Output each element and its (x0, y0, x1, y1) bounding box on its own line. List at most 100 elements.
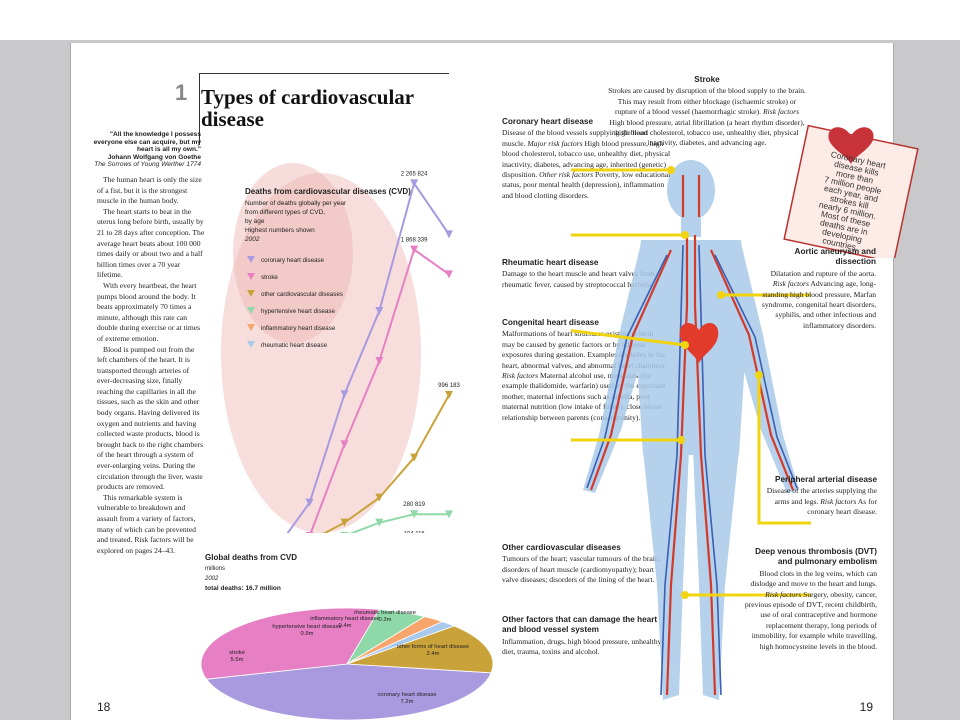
dvt-title: Deep venous thrombosis (DVT) and pulmona… (755, 547, 877, 567)
page-number-left: 18 (97, 700, 111, 714)
other-cvd-text: Tumours of the heart; vascular tumours o… (502, 554, 661, 585)
pie-slice-label: inflammatory heart disease (310, 616, 380, 622)
title-vertical-rule (199, 73, 200, 145)
legend-label: stroke (261, 274, 278, 281)
title-line-2: disease (201, 107, 264, 131)
coronary-major-label: Major risk factors (527, 138, 583, 148)
data-label: 1 868 339 (401, 238, 428, 244)
dvt-risk: Surgery, obesity, cancer, previous episo… (744, 589, 877, 651)
data-point (305, 498, 314, 507)
pie-year: 2002 (204, 576, 219, 582)
line-chart-subtitle: Highest numbers shown (245, 227, 315, 234)
pie-slice-value: 7.2m (401, 699, 414, 705)
coronary-major: High blood pressure, high blood choleste… (502, 138, 671, 180)
pie-slice-value: 0.3m (379, 617, 392, 623)
other-factors-text: Inflammation, drugs, high blood pressure… (502, 636, 662, 657)
arteries (589, 175, 795, 696)
congenital-risk-label: Risk factors (502, 371, 539, 381)
body-paragraph: The human heart is only the size of a fi… (97, 175, 202, 206)
data-point (445, 230, 453, 239)
data-point (375, 357, 384, 365)
cvd-deaths-line-chart: Deaths from cardiovascular diseases (CVD… (221, 163, 461, 533)
coronary-other-label: Other risk factors (539, 170, 594, 180)
stroke-title: Stroke (694, 75, 720, 84)
other-cvd-section: Other cardiovascular diseases Tumours of… (502, 543, 667, 586)
aortic-text: Dilatation and rupture of the aorta. (770, 268, 876, 278)
data-label: 2 265 824 (401, 171, 428, 177)
dvt-section: Deep venous thrombosis (DVT) and pulmona… (741, 547, 877, 652)
legend-label: rheumatic heart disease (261, 342, 328, 349)
other-cvd-title: Other cardiovascular diseases (502, 543, 621, 552)
data-point (410, 510, 419, 519)
page-number-right: 19 (859, 700, 873, 714)
pie-slice-value: 5.5m (231, 657, 244, 663)
circulatory-system-illustration (571, 160, 811, 700)
heart-illustration-lobe (233, 163, 353, 343)
pie-slice-value: 2.4m (427, 651, 440, 657)
pie-total: total deaths: 16.7 million (205, 585, 281, 592)
pie-slice-label: rheumatic heart disease (354, 610, 416, 616)
data-point (445, 390, 453, 399)
coronary-text: Disease of the blood vessels supplying t… (502, 128, 648, 148)
quote-source: The Sorrows of Young Werther 1774 (94, 161, 201, 169)
peripheral-risk: As for coronary heart disease. (807, 496, 877, 517)
aortic-risk: Advancing age, long-standing high blood … (761, 279, 876, 330)
legend-marker (247, 324, 255, 331)
data-point (340, 440, 349, 449)
data-point (340, 390, 349, 399)
rheumatic-section: Rheumatic heart disease Damage to the he… (502, 258, 662, 290)
data-point (410, 179, 419, 188)
section-number: 1 (175, 80, 188, 105)
stroke-section: Stroke Strokes are caused by disruption … (607, 75, 807, 149)
congenital-text: Malformations of heart structures existi… (502, 329, 667, 370)
pie-slice-label: stroke (229, 650, 245, 656)
data-label: 280 819 (403, 502, 425, 508)
heart-icon (828, 127, 874, 164)
document-spread: 1 Types of cardiovascular disease "All t… (70, 43, 919, 720)
pie-slice-value: 0.9m (301, 631, 314, 637)
data-point (375, 518, 384, 527)
data-point (340, 518, 349, 527)
legend-marker (247, 256, 255, 263)
other-factors-title: Other factors that can damage the heart … (502, 615, 658, 635)
heart-illustration (221, 173, 421, 533)
body-paragraph: This remarkable system is vulnerable to … (97, 492, 196, 555)
congenital-section: Congenital heart disease Malformations o… (502, 318, 667, 423)
peripheral-section: Peripheral arterial disease Disease of t… (751, 475, 877, 518)
pie-slice-label: coronary heart disease (378, 692, 437, 698)
series-line (309, 247, 450, 533)
pie-slice-value: 0.4m (339, 623, 352, 629)
legend-label: other cardiovascular diseases (261, 291, 343, 298)
stroke-risk: High blood pressure, atrial fibrillation… (609, 117, 805, 148)
other-factors-section: Other factors that can damage the heart … (502, 615, 667, 658)
rheumatic-title: Rheumatic heart disease (502, 258, 599, 267)
heart-icon (679, 322, 719, 363)
page-title: Types of cardiovascular disease (201, 86, 414, 130)
legend-marker (247, 273, 255, 280)
legend-marker (247, 290, 255, 297)
body-paragraph: The heart starts to beat in the uterus l… (97, 206, 205, 280)
coronary-section: Coronary heart disease Disease of the bl… (502, 117, 672, 201)
data-point (410, 245, 419, 254)
data-label: 996 183 (438, 383, 460, 389)
data-point (375, 493, 384, 502)
peripheral-risk-label: Risk factors (820, 496, 857, 506)
dvt-risk-label: Risk factors (765, 589, 802, 599)
body-paragraph: Blood is pumped out from the left chambe… (97, 344, 204, 492)
title-line-1: Types of cardiovascular (201, 85, 415, 109)
data-point (340, 532, 349, 533)
series-line (322, 394, 450, 533)
cvd-deaths-pie-chart: Global deaths from CVD millions 2002 tot… (200, 553, 494, 720)
pie-slice-label: other forms of heart disease (397, 644, 469, 650)
legend-marker (247, 307, 255, 314)
line-chart-subtitle: by age (245, 218, 265, 225)
line-chart-subtitle: Number of deaths globally per year (245, 200, 347, 207)
intro-text: The human heart is only the size of a fi… (97, 175, 205, 556)
callout-dots (667, 166, 763, 599)
legend-label: inflammatory heart disease (261, 325, 336, 332)
series-line (349, 513, 450, 533)
aortic-section: Aortic aneurysm and dissection Dilatatio… (761, 247, 876, 331)
coronary-other: Poverty, low educational status, poor me… (502, 170, 671, 200)
data-point (305, 532, 314, 533)
